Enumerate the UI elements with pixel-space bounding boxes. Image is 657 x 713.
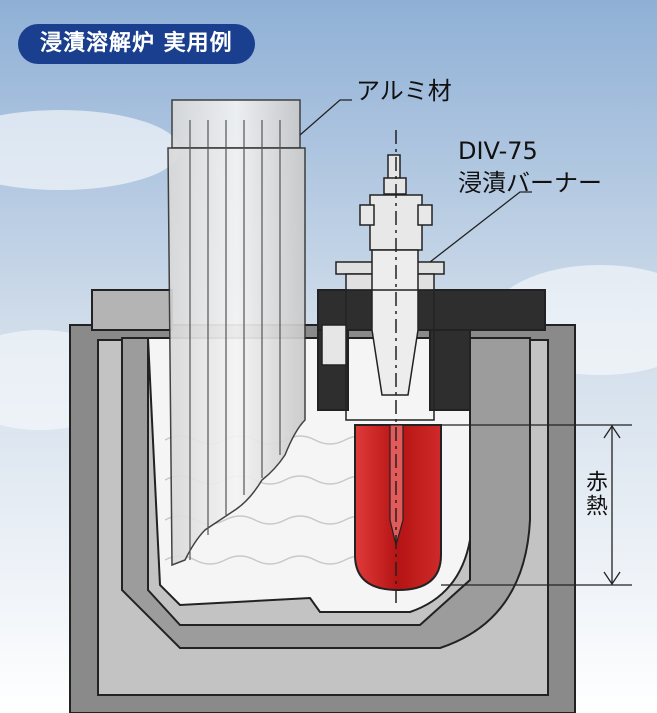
immersion-burner <box>321 154 445 592</box>
lid-left-block <box>91 289 173 331</box>
burner-model-label: DIV-75 <box>458 137 538 165</box>
lid-dark-right <box>429 329 471 411</box>
leader-burner <box>429 191 532 263</box>
red-heat-label: 赤熱 <box>582 470 607 518</box>
furnace-inner-wall <box>121 337 531 649</box>
aluminum-ingot-bundle <box>167 99 306 567</box>
leader-aluminum <box>299 99 352 136</box>
lid-right-block <box>317 289 546 331</box>
burner-name-label: 浸漬バーナー <box>458 169 602 197</box>
cloud <box>0 110 180 190</box>
aluminum-label: アルミ材 <box>356 77 452 105</box>
page-title: 浸漬溶解炉 実用例 <box>18 24 255 64</box>
red-heat-dimension <box>441 424 632 586</box>
